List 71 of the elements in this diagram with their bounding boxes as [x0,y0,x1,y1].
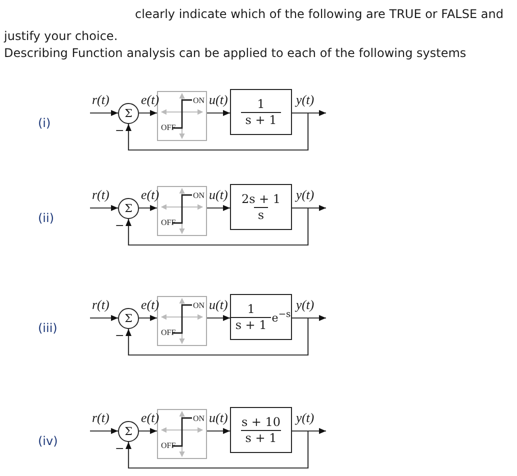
transfer-function-block [230,407,292,453]
denominator: s [254,206,268,222]
sigma-symbol: Σ [124,425,132,438]
sigma-symbol: Σ [124,107,132,120]
summing-junction [118,308,139,329]
signal-arrow [139,205,157,211]
signal-label: y(t) [296,188,314,201]
sigma-symbol: Σ [124,312,132,325]
denominator: s + 1 [241,430,281,445]
delay-term: e$^{−s}$ [272,309,291,325]
on-level-label: ON [193,302,205,310]
off-level-label: OFF [161,442,176,450]
signal-label: e(t) [141,411,160,424]
numerator: 1 [256,97,266,112]
signal-label: e(t) [141,93,160,106]
numerator: 1 [246,302,256,316]
feedback-arrow [126,317,309,356]
signal-arrow [90,428,118,434]
feedback-arrow [126,112,309,151]
signal-label: u(t) [209,411,228,424]
signal-label: u(t) [209,188,228,201]
feedback-arrow [126,207,309,246]
signal-label: r(t) [92,411,110,424]
signal-arrow [90,110,118,116]
off-level-label: OFF [161,329,176,337]
signal-arrow [139,315,157,321]
transfer-function-block [230,89,292,135]
denominator: s + 1 [241,112,281,127]
transfer-function-block [230,294,292,340]
summing-junction [118,421,139,442]
summing-junction [118,198,139,219]
sigma-symbol: Σ [124,202,132,215]
item-label: (iv) [38,434,58,448]
minus-sign: − [115,330,124,341]
instruction-text: clearly indicate which of the following are TRUE or FALSE and justify your choice. [4,6,504,45]
signal-arrow [139,428,157,434]
question-text: Describing Function analysis can be applied to each of the following systems [4,46,466,60]
numerator: s + 10 [240,415,282,430]
minus-sign: − [115,220,124,231]
feedback-arrow [126,430,309,469]
minus-sign: − [115,125,124,136]
signal-arrow [207,315,230,321]
signal-label: r(t) [92,188,110,201]
signal-arrow [90,205,118,211]
on-level-label: ON [193,192,205,200]
transfer-function-block [230,184,292,230]
on-level-label: ON [193,415,205,423]
item-label: (ii) [38,211,54,225]
item-label: (i) [38,116,51,130]
signal-label: r(t) [92,93,110,106]
item-label: (iii) [38,321,58,335]
on-level-label: ON [193,97,205,105]
signal-label: r(t) [92,298,110,311]
signal-arrow [139,110,157,116]
signal-arrow [90,315,118,321]
signal-label: u(t) [209,93,228,106]
denominator: s + 1 [231,316,271,332]
signal-label: y(t) [296,298,314,311]
minus-sign: − [115,443,124,454]
signal-arrow [207,428,230,434]
summing-junction [118,103,139,124]
off-level-label: OFF [161,219,176,227]
signal-label: e(t) [141,188,160,201]
signal-arrow [207,110,230,116]
signal-label: y(t) [296,411,314,424]
signal-label: u(t) [209,298,228,311]
signal-arrow [207,205,230,211]
off-level-label: OFF [161,124,176,132]
numerator: 2s + 1 [240,192,282,206]
signal-label: e(t) [141,298,160,311]
signal-label: y(t) [296,93,314,106]
